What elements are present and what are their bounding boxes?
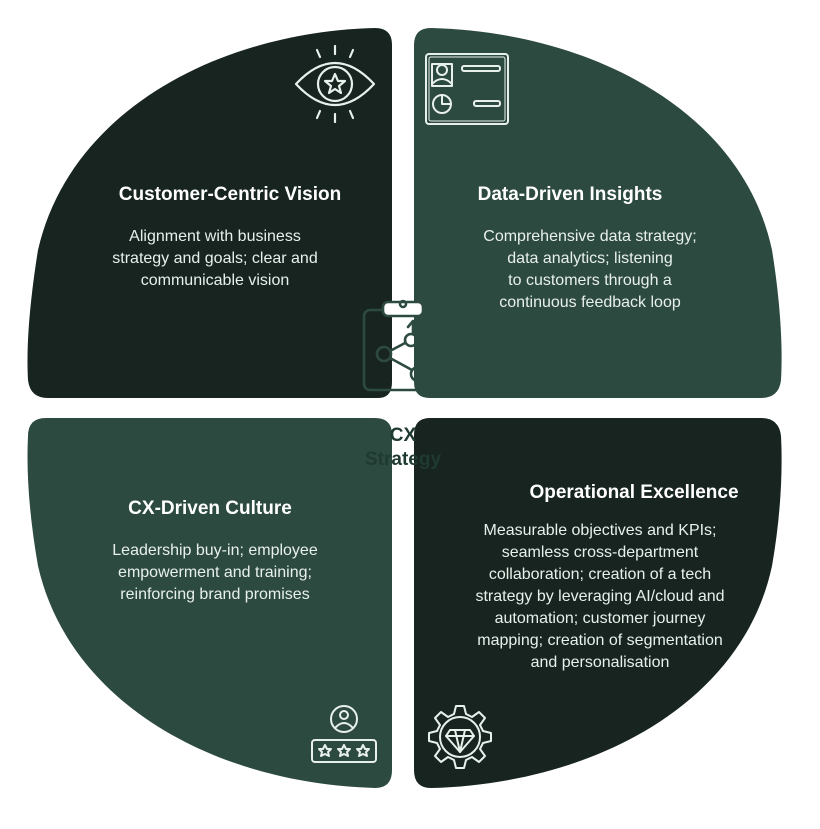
quadrant-bottom-right-shape [414,418,782,788]
quadrant-bottom-left-title: CX-Driven Culture [128,498,292,519]
center-title: CX Strategy [364,425,442,470]
quadrant-top-right-shape [414,28,782,398]
user-rating-icon [311,705,377,763]
profile-chart-card-icon [425,53,509,125]
quadrant-bottom-right-body: Measurable objectives and KPIs; seamless… [475,522,725,671]
quadrant-top-right-title: Data-Driven Insights [477,184,663,205]
quadrant-bottom-left-shape [27,418,393,788]
quadrant-top-right-body: Comprehensive data strategy; data analyt… [483,228,697,311]
quadrant-top-left-title: Customer-Centric Vision [118,184,342,205]
quadrant-bottom-right-title: Operational Excellence [529,482,739,503]
gear-diamond-icon [428,705,492,769]
quadrant-bottom-left-body: Leadership buy-in; employee empowerment … [112,542,318,603]
eye-star-icon [294,44,376,124]
clipboard-share-icon [362,299,444,392]
quadrant-top-left-body: Alignment with business strategy and goa… [112,228,318,289]
quadrant-top-left-shape [27,28,393,398]
